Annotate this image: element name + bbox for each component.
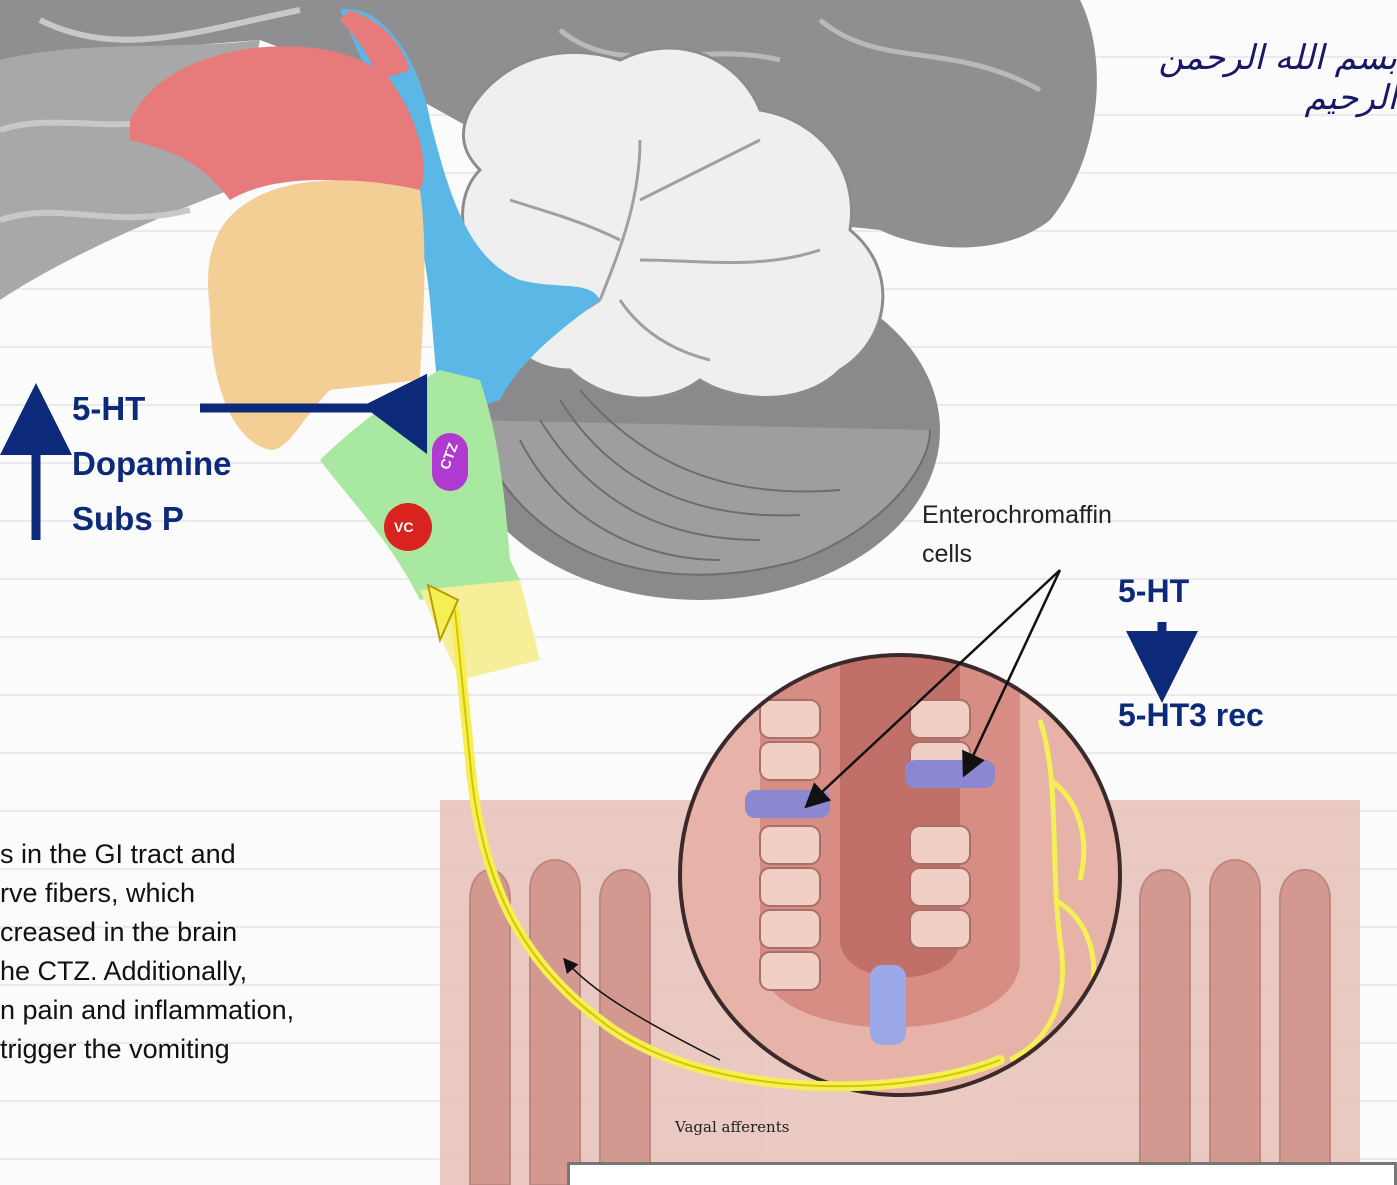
enterochromaffin-cell-right [905,760,995,788]
text-line: n pain and inflammation, [0,991,420,1030]
text-line: rve fibers, which [0,874,420,913]
text-line: trigger the vomiting [0,1030,420,1069]
label-subs-p: Subs P [72,500,184,538]
label-5ht: 5-HT [72,390,145,428]
text-line: s in the GI tract and [0,835,420,874]
5ht3-rec-label: 5-HT3 rec [1118,697,1264,734]
vagal-afferents-label: Vagal afferents [675,1118,789,1136]
label-dopamine: Dopamine [72,445,232,483]
enterochromaffin-cell-left [745,790,830,818]
bismillah-heading: بسم الله الرحمن الرحيم [1125,38,1397,118]
text-line: creased in the brain [0,913,420,952]
enterochromaffin-text: Enterochromaffin cells [922,501,1112,568]
gut-5ht-label: 5-HT [1118,573,1189,610]
text-line: he CTZ. Additionally, [0,952,420,991]
explanation-text: s in the GI tract and rve fibers, which … [0,835,420,1069]
enterochromaffin-label: Enterochromaffin cells [922,496,1222,574]
bottom-panel-frame [567,1162,1397,1185]
vc-label: VC [394,519,413,535]
magnified-crypt [680,655,1120,1095]
